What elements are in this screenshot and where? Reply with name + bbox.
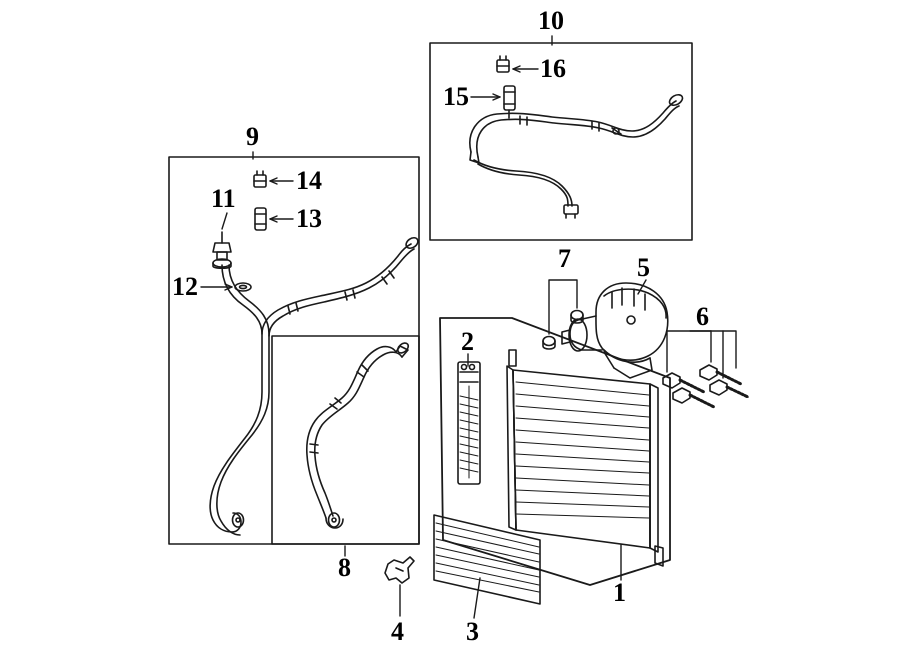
callout-8: 8 — [338, 553, 351, 582]
condenser-fin-panel — [433, 514, 541, 605]
callout-7: 7 — [558, 244, 571, 273]
suction-hose-assembly — [305, 342, 410, 529]
bracket-clip — [384, 556, 415, 584]
leader-lines — [200, 35, 737, 619]
callout-15: 15 — [443, 82, 469, 111]
compressor — [561, 282, 669, 379]
callout-16: 16 — [540, 54, 566, 83]
callout-1: 1 — [613, 578, 626, 607]
valve-11 — [212, 231, 232, 270]
liquid-line-assembly — [209, 170, 419, 536]
receiver-drier — [457, 361, 481, 485]
callout-6: 6 — [696, 302, 709, 331]
callout-5: 5 — [637, 253, 650, 282]
callout-2: 2 — [461, 327, 474, 356]
compressor-fasteners — [542, 309, 584, 350]
group-box-9 — [168, 156, 420, 545]
callout-9: 9 — [246, 122, 259, 151]
sensor-15 — [503, 85, 516, 119]
callout-13: 13 — [296, 204, 322, 233]
callout-4: 4 — [391, 617, 404, 646]
o-ring-12 — [234, 282, 252, 292]
callout-10: 10 — [538, 6, 564, 35]
callout-3: 3 — [466, 617, 479, 646]
condenser-assembly — [439, 317, 671, 586]
sensor-16 — [496, 55, 510, 73]
group-box-10 — [429, 42, 693, 241]
discharge-line-assembly — [469, 55, 684, 219]
compressor-bolts — [662, 364, 750, 409]
sensor-13 — [254, 207, 267, 231]
callout-14: 14 — [296, 166, 322, 195]
group-box-8 — [271, 335, 420, 545]
sensor-14 — [253, 170, 267, 188]
callout-12: 12 — [172, 272, 198, 301]
callout-11: 11 — [211, 184, 236, 213]
